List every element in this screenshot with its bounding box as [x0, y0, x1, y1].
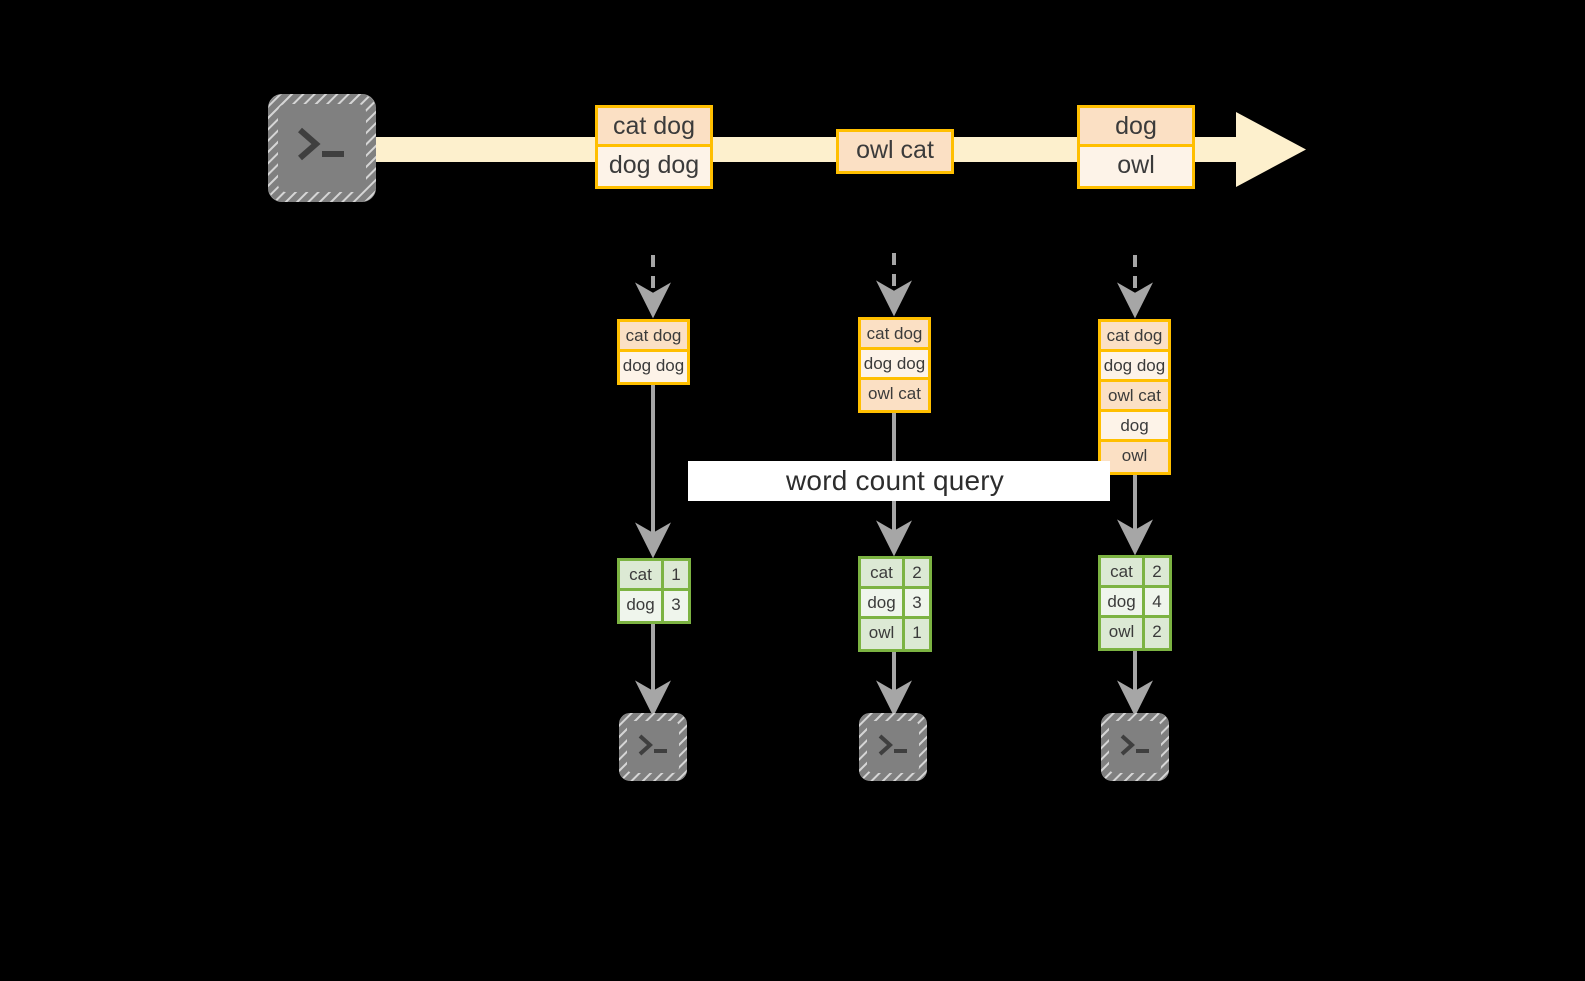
snapshot-table-3[interactable]: cat dog dog dog owl cat dog owl	[1098, 319, 1171, 475]
result-word: dog	[620, 591, 664, 621]
stream-record-line: owl cat	[839, 132, 951, 171]
result-word: owl	[861, 619, 905, 649]
terminal-prompt-icon	[638, 734, 667, 756]
sink-terminal-3[interactable]	[1101, 713, 1169, 781]
result-count: 2	[1145, 558, 1169, 585]
snapshot-table-row: cat dog	[1101, 322, 1168, 352]
result-count: 3	[664, 591, 688, 621]
result-word: cat	[861, 559, 905, 586]
result-word: dog	[861, 589, 905, 616]
terminal-hatch-border	[1101, 713, 1169, 781]
terminal-prompt-icon	[878, 734, 907, 756]
result-table-2[interactable]: cat 2 dog 3 owl 1	[858, 556, 932, 652]
terminal-prompt-icon	[298, 127, 344, 161]
result-row: dog 3	[620, 591, 688, 621]
stream-record-line: cat dog	[598, 108, 710, 147]
stream-record-1[interactable]: cat dog dog dog	[595, 105, 713, 189]
query-label-text: word count query	[786, 465, 1004, 496]
terminal-hatch-border	[268, 94, 376, 202]
result-table-1[interactable]: cat 1 dog 3	[617, 558, 691, 624]
snapshot-table-row: dog dog	[620, 352, 687, 382]
snapshot-table-row: owl cat	[861, 380, 928, 410]
sink-terminal-2[interactable]	[859, 713, 927, 781]
snapshot-table-row: cat dog	[620, 322, 687, 352]
snapshot-table-row: cat dog	[861, 320, 928, 350]
snapshot-table-row: dog dog	[861, 350, 928, 380]
result-row: cat 2	[1101, 558, 1169, 588]
result-count: 4	[1145, 588, 1169, 615]
stream-record-2[interactable]: owl cat	[836, 129, 954, 174]
result-table-3[interactable]: cat 2 dog 4 owl 2	[1098, 555, 1172, 651]
snapshot-table-row: dog	[1101, 412, 1168, 442]
source-terminal[interactable]	[268, 94, 376, 202]
stream-record-3[interactable]: dog owl	[1077, 105, 1195, 189]
result-row: dog 3	[861, 589, 929, 619]
result-row: owl 1	[861, 619, 929, 649]
sink-terminal-1[interactable]	[619, 713, 687, 781]
result-row: dog 4	[1101, 588, 1169, 618]
sink-arrows	[635, 622, 1153, 717]
result-count: 3	[905, 589, 929, 616]
snapshot-table-1[interactable]: cat dog dog dog	[617, 319, 690, 385]
result-word: dog	[1101, 588, 1145, 615]
result-row: cat 2	[861, 559, 929, 589]
snapshot-table-row: owl	[1101, 442, 1168, 472]
terminal-hatch-border	[859, 713, 927, 781]
snapshot-table-row: dog dog	[1101, 352, 1168, 382]
result-word: cat	[1101, 558, 1145, 585]
result-count: 2	[905, 559, 929, 586]
result-count: 1	[905, 619, 929, 649]
snapshot-table-row: owl cat	[1101, 382, 1168, 412]
result-count: 2	[1145, 618, 1169, 648]
snapshot-table-2[interactable]: cat dog dog dog owl cat	[858, 317, 931, 413]
result-word: cat	[620, 561, 664, 588]
stream-record-line: dog	[1080, 108, 1192, 147]
result-row: owl 2	[1101, 618, 1169, 648]
query-label-band: word count query	[688, 461, 1110, 501]
result-word: owl	[1101, 618, 1145, 648]
result-row: cat 1	[620, 561, 688, 591]
stream-record-line: owl	[1080, 147, 1192, 186]
stream-record-line: dog dog	[598, 147, 710, 186]
snapshot-tap-arrows	[635, 253, 1153, 319]
result-count: 1	[664, 561, 688, 588]
terminal-hatch-border	[619, 713, 687, 781]
terminal-prompt-icon	[1120, 734, 1149, 756]
